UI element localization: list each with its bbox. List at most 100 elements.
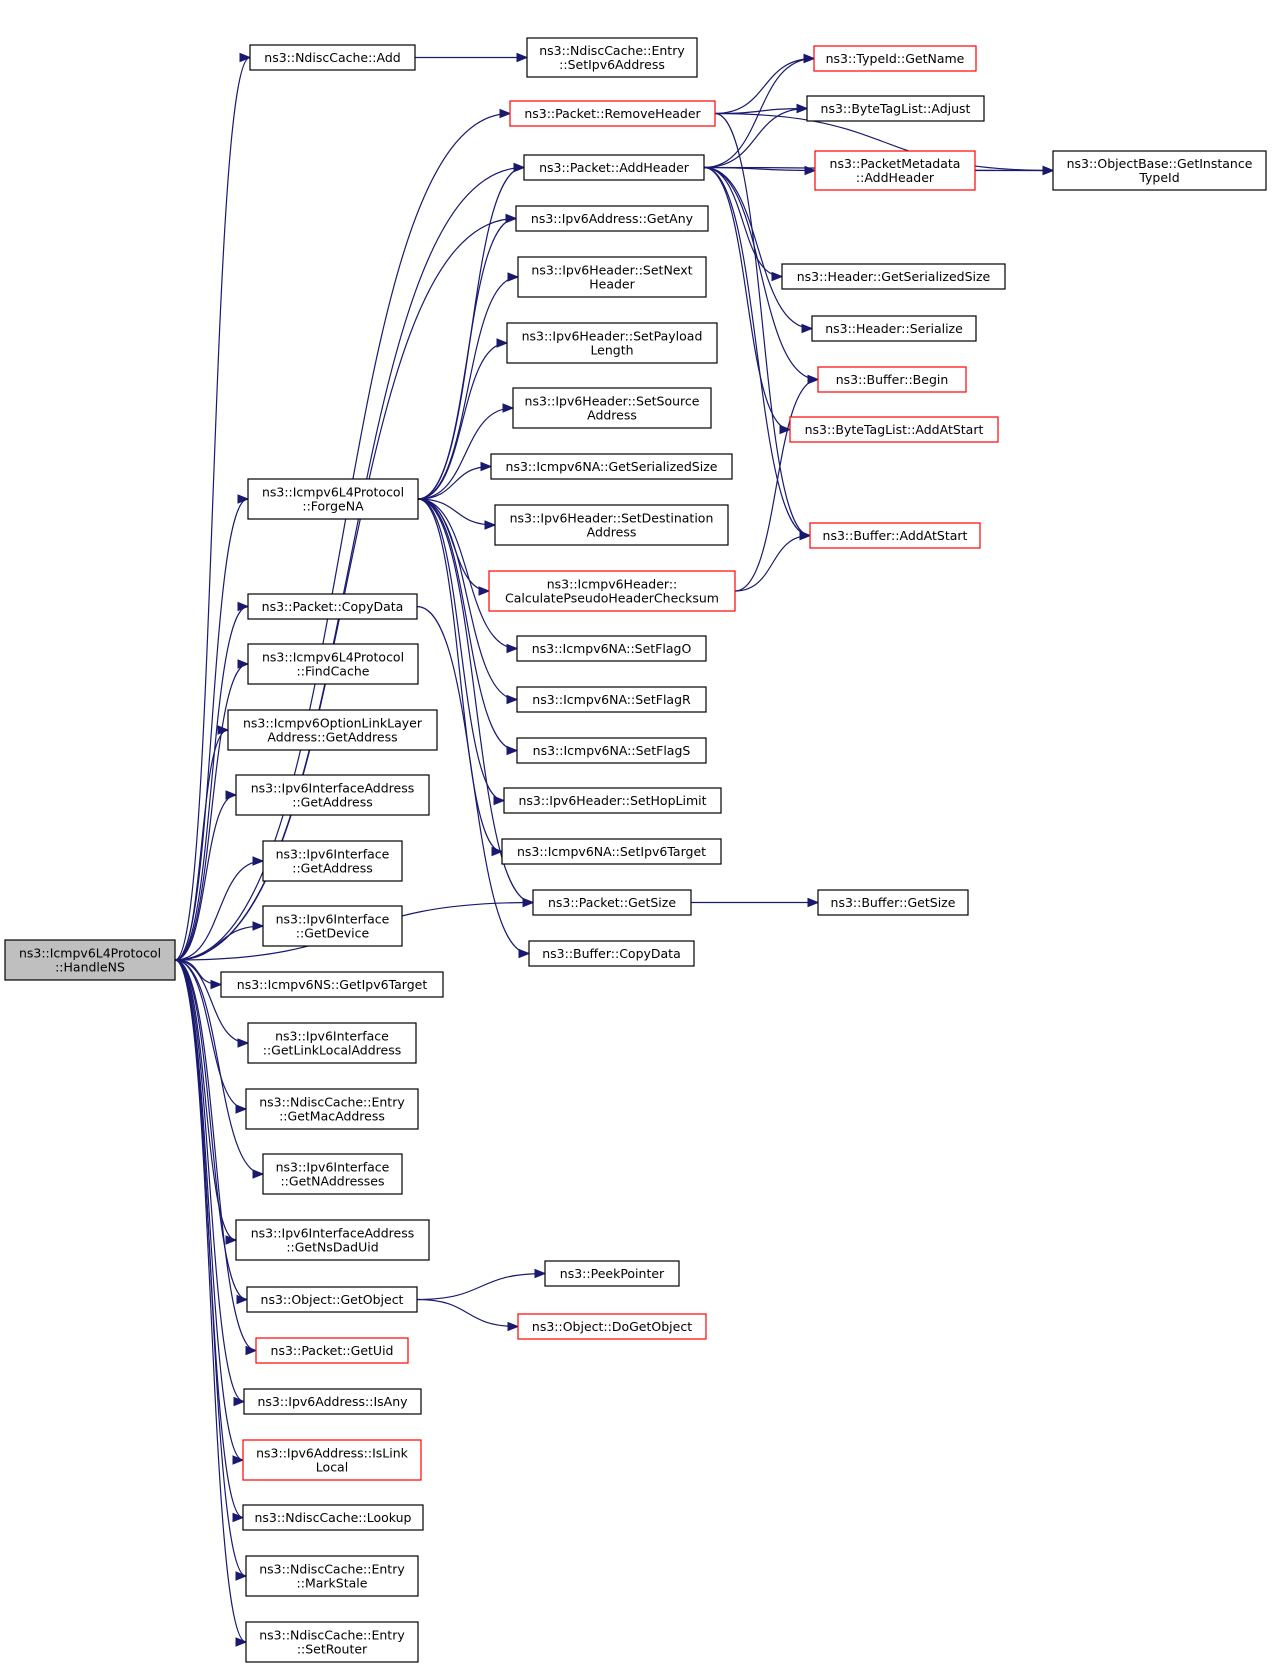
call-edge-addHeader-hdrGetSer	[703, 166, 784, 282]
node-ifGetLL[interactable]: ns3::Ipv6Interface::GetLinkLocalAddress	[247, 1022, 417, 1064]
node-label: ns3::NdiscCache::Entry	[539, 43, 685, 58]
node-label: CalculatePseudoHeaderChecksum	[505, 591, 719, 606]
node-label: ::HandleNS	[55, 960, 125, 975]
edge-line	[417, 342, 508, 500]
node-box	[4, 939, 176, 981]
node-typeIdGetName[interactable]: ns3::TypeId::GetName	[813, 45, 977, 72]
edge-line	[703, 166, 813, 330]
node-box	[220, 971, 444, 998]
node-label: ns3::Ipv6Address::GetAny	[531, 211, 694, 226]
call-edge-root-ifGetAddr	[174, 856, 265, 961]
node-label: ns3::Header::GetSerializedSize	[797, 269, 991, 284]
node-btlAddAtStart[interactable]: ns3::ByteTagList::AddAtStart	[789, 416, 999, 443]
node-entryMarkStale[interactable]: ns3::NdiscCache::Entry::MarkStale	[245, 1555, 419, 1597]
node-setHopLimit[interactable]: ns3::Ipv6Header::SetHopLimit	[503, 787, 722, 814]
node-box	[262, 1153, 403, 1195]
edge-line	[174, 663, 249, 961]
node-optGetAddr[interactable]: ns3::Icmpv6OptionLinkLayerAddress::GetAd…	[227, 709, 438, 751]
node-box	[516, 737, 707, 764]
node-pktGetUid[interactable]: ns3::Packet::GetUid	[255, 1337, 409, 1364]
edge-line	[174, 56, 251, 961]
node-ndLookup[interactable]: ns3::NdiscCache::Lookup	[242, 1504, 424, 1531]
node-ipv6GetAny[interactable]: ns3::Ipv6Address::GetAny	[515, 205, 709, 232]
node-box	[509, 100, 716, 127]
node-entryGetMac[interactable]: ns3::NdiscCache::Entry::GetMacAddress	[245, 1088, 419, 1130]
node-box	[817, 366, 967, 393]
node-nsGetTarget[interactable]: ns3::Icmpv6NS::GetIpv6Target	[220, 971, 444, 998]
call-edge-objGetObject-objDoGetObject	[416, 1298, 520, 1332]
node-naSetFlagO[interactable]: ns3::Icmpv6NA::SetFlagO	[516, 635, 707, 662]
arrowhead-icon	[491, 846, 504, 857]
node-addrIsAny[interactable]: ns3::Ipv6Address::IsAny	[243, 1388, 422, 1415]
arrowhead-icon	[252, 921, 265, 931]
node-pktCopyData[interactable]: ns3::Packet::CopyData	[247, 593, 418, 620]
node-removeHeader[interactable]: ns3::Packet::RemoveHeader	[509, 100, 716, 127]
node-findCache[interactable]: ns3::Icmpv6L4Protocol::FindCache	[247, 643, 419, 685]
node-box	[227, 709, 438, 751]
call-edge-forgeNA-setHopLimit	[417, 498, 506, 806]
node-ndAdd[interactable]: ns3::NdiscCache::Add	[249, 44, 416, 71]
node-forgeNA[interactable]: ns3::Icmpv6L4Protocol::ForgeNA	[247, 478, 419, 520]
node-box	[528, 940, 695, 967]
call-edge-root-ndAdd	[174, 52, 252, 961]
arrowhead-icon	[505, 213, 518, 224]
node-ifaGetAddr[interactable]: ns3::Ipv6InterfaceAddress::GetAddress	[235, 774, 430, 816]
node-label: ns3::NdiscCache::Entry	[259, 1562, 405, 1577]
node-box	[488, 570, 736, 612]
node-ifGetN[interactable]: ns3::Ipv6Interface::GetNAddresses	[262, 1153, 403, 1195]
node-ifGetAddr[interactable]: ns3::Ipv6Interface::GetAddress	[262, 840, 403, 882]
call-edge-addHeader-hdrSerialize	[703, 166, 814, 334]
node-label: Length	[590, 343, 633, 358]
node-label: ::SetIpv6Address	[559, 57, 665, 72]
node-label: ::GetDevice	[296, 926, 370, 941]
node-pktGetSize[interactable]: ns3::Packet::GetSize	[532, 889, 692, 916]
node-bufAddAtStart[interactable]: ns3::Buffer::AddAtStart	[809, 522, 981, 549]
call-edge-calcPseudo-bufBegin	[734, 374, 820, 592]
node-bufBegin[interactable]: ns3::Buffer::Begin	[817, 366, 967, 393]
node-label: ns3::NdiscCache::Lookup	[254, 1510, 411, 1525]
node-entrySetIpv6[interactable]: ns3::NdiscCache::Entry::SetIpv6Address	[526, 37, 698, 78]
arrowhead-icon	[1042, 165, 1055, 176]
edge-line	[734, 378, 819, 592]
node-calcPseudo[interactable]: ns3::Icmpv6Header::CalculatePseudoHeader…	[488, 570, 736, 612]
node-naSetTarget[interactable]: ns3::Icmpv6NA::SetIpv6Target	[501, 838, 722, 865]
node-hdrGetSer[interactable]: ns3::Header::GetSerializedSize	[781, 263, 1006, 290]
node-label: ns3::Icmpv6L4Protocol	[19, 946, 161, 961]
node-entrySetRouter[interactable]: ns3::NdiscCache::Entry::SetRouter	[245, 1621, 419, 1663]
node-hdrSerialize[interactable]: ns3::Header::Serialize	[811, 315, 977, 342]
edge-line	[417, 498, 518, 650]
node-peekPointer[interactable]: ns3::PeekPointer	[544, 1260, 680, 1287]
node-pmAddHeader[interactable]: ns3::PacketMetadata::AddHeader	[814, 150, 976, 191]
arrowhead-icon	[807, 897, 820, 908]
node-ifGetDevice[interactable]: ns3::Ipv6Interface::GetDevice	[262, 905, 403, 947]
call-edge-forgeNA-pktGetSize	[417, 498, 535, 908]
node-objGetObject[interactable]: ns3::Object::GetObject	[246, 1286, 418, 1313]
edge-line	[703, 166, 811, 537]
node-addHeader[interactable]: ns3::Packet::AddHeader	[523, 154, 705, 181]
node-label: ns3::ObjectBase::GetInstance	[1067, 156, 1253, 171]
node-box	[247, 643, 419, 685]
arrowhead-icon	[506, 643, 519, 654]
arrowhead-icon	[239, 52, 252, 63]
node-box	[246, 1286, 418, 1313]
call-edge-root-optGetAddr	[174, 725, 230, 961]
node-btlAdjust[interactable]: ns3::ByteTagList::Adjust	[806, 95, 985, 122]
node-naGetSer[interactable]: ns3::Icmpv6NA::GetSerializedSize	[490, 453, 733, 480]
arrowhead-icon	[807, 374, 820, 385]
call-edge-root-ifaGetAddr	[174, 790, 238, 961]
node-box	[516, 686, 707, 713]
node-objDoGetObject[interactable]: ns3::Object::DoGetObject	[517, 1313, 707, 1340]
call-edge-root-objGetObject	[174, 959, 249, 1305]
node-naSetFlagS[interactable]: ns3::Icmpv6NA::SetFlagS	[516, 737, 707, 764]
node-naSetFlagR[interactable]: ns3::Icmpv6NA::SetFlagR	[516, 686, 707, 713]
node-bufCopyData[interactable]: ns3::Buffer::CopyData	[528, 940, 695, 967]
node-bufGetSize[interactable]: ns3::Buffer::GetSize	[817, 889, 969, 916]
node-ifaGetNsDad[interactable]: ns3::Ipv6InterfaceAddress::GetNsDadUid	[235, 1219, 430, 1261]
node-box	[494, 504, 729, 546]
